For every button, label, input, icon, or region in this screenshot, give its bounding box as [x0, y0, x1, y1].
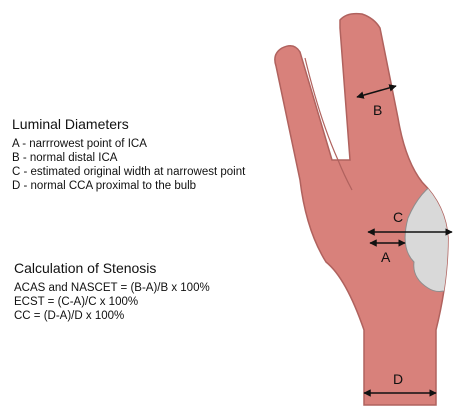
label-a: A: [381, 249, 391, 265]
label-c: C: [393, 209, 403, 225]
formula-cc: CC = (D-A)/D x 100%: [14, 309, 210, 323]
stenosis-heading: Calculation of Stenosis: [14, 260, 210, 277]
legend-item-a: A - narrrowest point of ICA: [12, 137, 245, 151]
luminal-diameters-legend: Luminal Diameters A - narrrowest point o…: [12, 116, 245, 193]
formula-nascet: ACAS and NASCET = (B-A)/B x 100%: [14, 281, 210, 295]
formula-ecst: ECST = (C-A)/C x 100%: [14, 295, 210, 309]
legend-item-c: C - estimated original width at narrowes…: [12, 165, 245, 179]
stenosis-calculation: Calculation of Stenosis ACAS and NASCET …: [14, 260, 210, 323]
label-b: B: [373, 102, 382, 118]
luminal-diameters-heading: Luminal Diameters: [12, 116, 245, 133]
legend-item-b: B - normal distal ICA: [12, 151, 245, 165]
legend-item-d: D - normal CCA proximal to the bulb: [12, 179, 245, 193]
label-d: D: [393, 371, 403, 387]
